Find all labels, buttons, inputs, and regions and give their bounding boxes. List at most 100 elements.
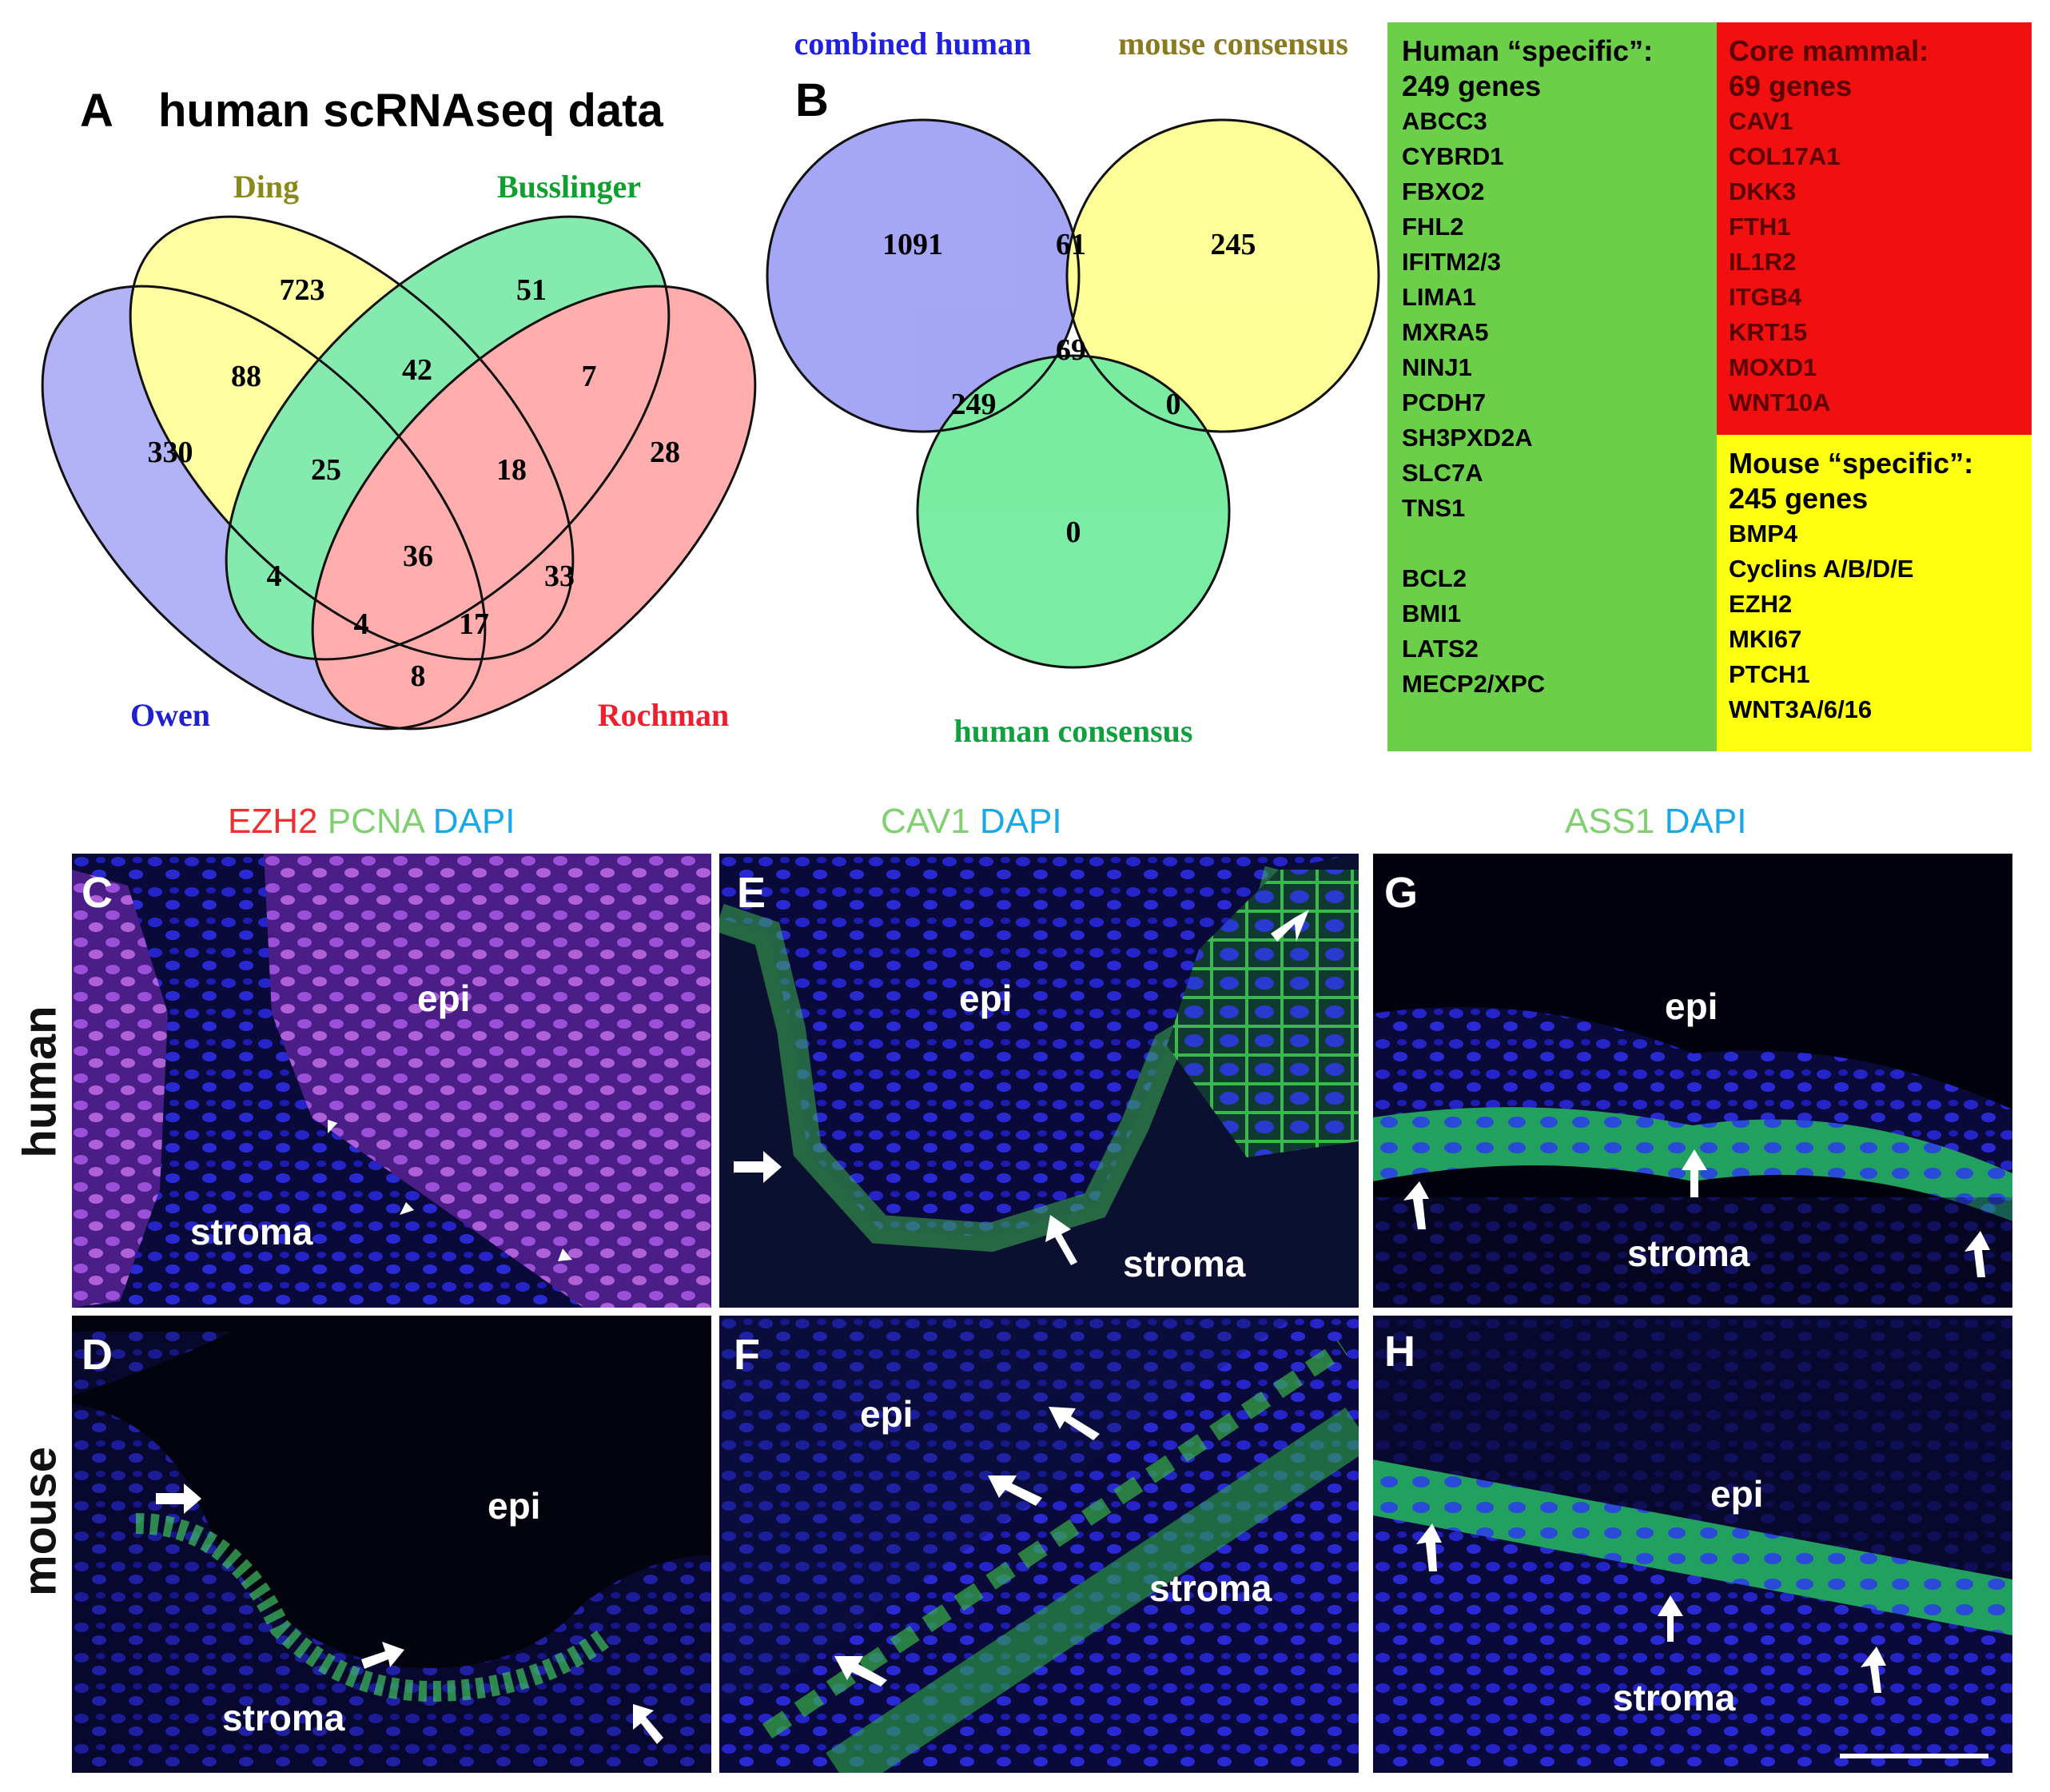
gene-name: CYBRD1: [1402, 142, 1504, 170]
core-mammal-title: Core mammal:: [1729, 34, 1929, 67]
micrograph-H: H epi stroma: [1373, 1316, 2012, 1773]
micrograph-G: G epi stroma: [1373, 854, 2012, 1308]
micrograph-E: E epi stroma: [719, 854, 1359, 1308]
human-specific-count: 249 genes: [1402, 70, 1542, 102]
venn-b-consensus-circle: [918, 356, 1229, 667]
venn-b-combined-circle: [767, 120, 1079, 432]
venn-a-count: 4: [267, 560, 282, 593]
stain-header-col3: ASS1 DAPI: [1565, 802, 1746, 842]
stain-header-col1: EZH2 PCNA DAPI: [228, 802, 515, 842]
gene-name: BCL2: [1402, 564, 1467, 592]
micrograph-image: [719, 1316, 1359, 1773]
gene-name: FBXO2: [1402, 177, 1485, 205]
venn-a-count: 28: [650, 436, 680, 469]
core-mammal-count: 69 genes: [1729, 70, 1853, 102]
stain-ass1: ASS1: [1565, 802, 1655, 841]
venn-b-count: 1091: [882, 228, 943, 261]
tissue-label-stroma: stroma: [1627, 1232, 1750, 1274]
venn-b-label-mouse: mouse consensus: [1118, 26, 1348, 62]
venn-b-count: 61: [1056, 228, 1086, 261]
gene-name: SH3PXD2A: [1402, 424, 1533, 452]
arrow-icons: [834, 1407, 1100, 1686]
tissue-label-epi: epi: [417, 978, 471, 1019]
venn-a-count: 88: [231, 360, 261, 393]
scale-bar: [1840, 1754, 1988, 1758]
micrograph-image: [1373, 1316, 2012, 1773]
venn-a-count: 17: [459, 607, 489, 641]
micrograph-F: F epi stroma: [719, 1316, 1359, 1773]
mouse-specific-count: 245 genes: [1729, 482, 1869, 515]
gene-name: MXRA5: [1402, 318, 1489, 346]
tissue-label-epi: epi: [1665, 986, 1718, 1027]
gene-name: MKI67: [1729, 625, 1802, 653]
gene-name: NINJ1: [1402, 353, 1472, 381]
arrow-icons: [1416, 1523, 1988, 1758]
tissue-label-epi: epi: [488, 1485, 541, 1527]
venn-a-count: 36: [403, 540, 433, 573]
gene-name: PTCH1: [1729, 660, 1810, 688]
gene-name: MOXD1: [1729, 353, 1817, 381]
gene-name: SLC7A: [1402, 459, 1483, 487]
venn-a-count: 7: [582, 360, 597, 393]
venn-a-label-rochman: Rochman: [598, 697, 729, 733]
tissue-label-stroma: stroma: [1149, 1567, 1272, 1609]
mouse-specific-title: Mouse “specific”:: [1729, 447, 1974, 480]
venn-a-count: 25: [311, 453, 341, 487]
micrograph-D: D epi stroma: [72, 1316, 711, 1773]
venn-b-label-combined: combined human: [794, 26, 1032, 62]
tissue-label-stroma: stroma: [222, 1697, 345, 1738]
gene-name: BMI1: [1402, 599, 1462, 627]
venn-a-label-busslinger: Busslinger: [497, 169, 641, 205]
venn-b-mouse-circle: [1067, 120, 1379, 432]
venn-a-label-owen: Owen: [130, 697, 210, 733]
gene-name: Cyclins A/B/D/E: [1729, 555, 1914, 583]
venn-a: A human scRNAseq data Ding Busslinger Ow…: [41, 85, 757, 733]
tissue-label-epi: epi: [1710, 1473, 1764, 1515]
venn-a-count: 33: [544, 560, 575, 593]
gene-name: ABCC3: [1402, 107, 1487, 135]
stain-dapi: DAPI: [1664, 802, 1747, 841]
panel-b-letter: B: [795, 74, 829, 126]
panel-letter: E: [737, 869, 766, 917]
venn-a-label-ding: Ding: [233, 169, 299, 205]
venn-b-count: 245: [1211, 228, 1256, 261]
tissue-label-stroma: stroma: [1123, 1243, 1246, 1284]
gene-name: CAV1: [1729, 107, 1793, 135]
arrowhead-icons: [328, 1119, 572, 1261]
tissue-label-epi: epi: [959, 978, 1013, 1019]
panel-letter: D: [82, 1331, 113, 1379]
venn-b-count: 0: [1166, 388, 1181, 421]
stain-header-col2: CAV1 DAPI: [881, 802, 1062, 842]
venn-b-count: 0: [1066, 516, 1081, 549]
arrow-icons: [1403, 1149, 1990, 1277]
micrograph-image: [72, 1316, 711, 1773]
venn-a-count: 8: [411, 659, 426, 693]
arrow-icons: [156, 1483, 663, 1744]
gene-name: MECP2/XPC: [1402, 670, 1546, 698]
venn-a-count: 51: [516, 273, 547, 307]
panel-letter: F: [734, 1331, 760, 1379]
panel-letter: C: [82, 869, 113, 917]
stain-dapi: DAPI: [979, 802, 1062, 841]
gene-name: BMP4: [1729, 520, 1798, 548]
tissue-label-stroma: stroma: [190, 1211, 313, 1252]
tissue-label-stroma: stroma: [1613, 1677, 1736, 1718]
gene-name: LATS2: [1402, 635, 1479, 663]
gene-name: IL1R2: [1729, 248, 1797, 276]
micrograph-image: [719, 854, 1359, 1308]
venn-a-count: 4: [354, 607, 369, 641]
gene-name: DKK3: [1729, 177, 1797, 205]
gene-name: IFITM2/3: [1402, 248, 1502, 276]
gene-name: COL17A1: [1729, 142, 1841, 170]
gene-name: LIMA1: [1402, 283, 1476, 311]
venn-a-rochman-ellipse: [312, 286, 755, 729]
venn-a-count: 330: [148, 436, 193, 469]
gene-name: FHL2: [1402, 213, 1464, 241]
gene-name: WNT10A: [1729, 388, 1831, 416]
venn-a-count: 42: [402, 353, 432, 387]
